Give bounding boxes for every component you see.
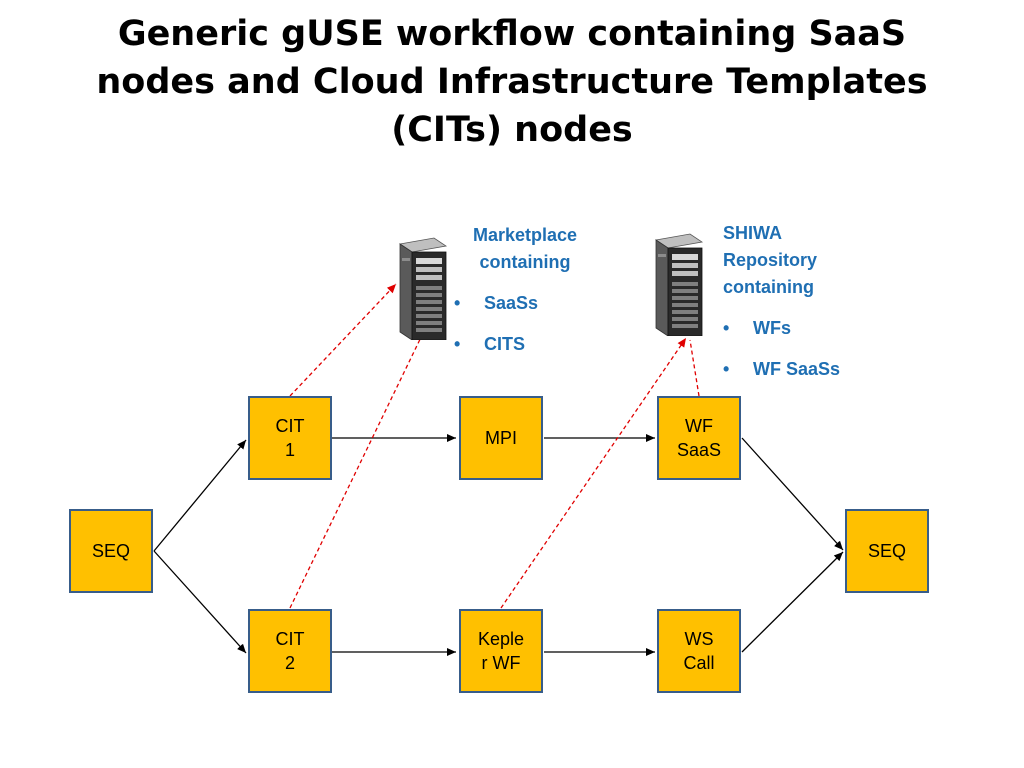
link-wfsaas-shiwa (689, 339, 700, 397)
node-ws-call: WS Call (657, 609, 741, 693)
marketplace-item-cits: CITS (454, 331, 600, 358)
shiwa-server-icon (654, 233, 704, 336)
shiwa-item-wf-saass: WF SaaSs (723, 356, 893, 383)
marketplace-list: SaaSs CITS (454, 290, 600, 358)
shiwa-list: WFs WF SaaSs (723, 315, 893, 383)
edge-wscall-seq (741, 551, 844, 653)
edge-seq-cit1 (153, 439, 247, 552)
node-wf-saas: WF SaaS (657, 396, 741, 480)
edge-seq-cit2 (153, 550, 247, 654)
marketplace-description: Marketplace containing SaaSs CITS (450, 222, 600, 372)
link-cit1-marketplace (289, 283, 397, 397)
shiwa-heading: SHIWA Repository containing (723, 223, 818, 297)
node-seq-start: SEQ (69, 509, 153, 593)
node-kepler-wf: Keple r WF (459, 609, 543, 693)
node-cit1: CIT 1 (248, 396, 332, 480)
edge-wfsaas-seq (741, 437, 844, 551)
link-kepler-shiwa (500, 337, 687, 609)
marketplace-item-saass: SaaSs (454, 290, 600, 317)
shiwa-item-wfs: WFs (723, 315, 893, 342)
marketplace-heading: Marketplace containing (472, 225, 578, 272)
shiwa-description: SHIWA Repository containing WFs WF SaaSs (723, 220, 893, 397)
node-mpi: MPI (459, 396, 543, 480)
node-seq-end: SEQ (845, 509, 929, 593)
link-cit2-marketplace (289, 328, 426, 609)
node-cit2: CIT 2 (248, 609, 332, 693)
slide-title: Generic gUSE workflow containing SaaS no… (96, 14, 928, 150)
marketplace-server-icon (398, 237, 448, 340)
